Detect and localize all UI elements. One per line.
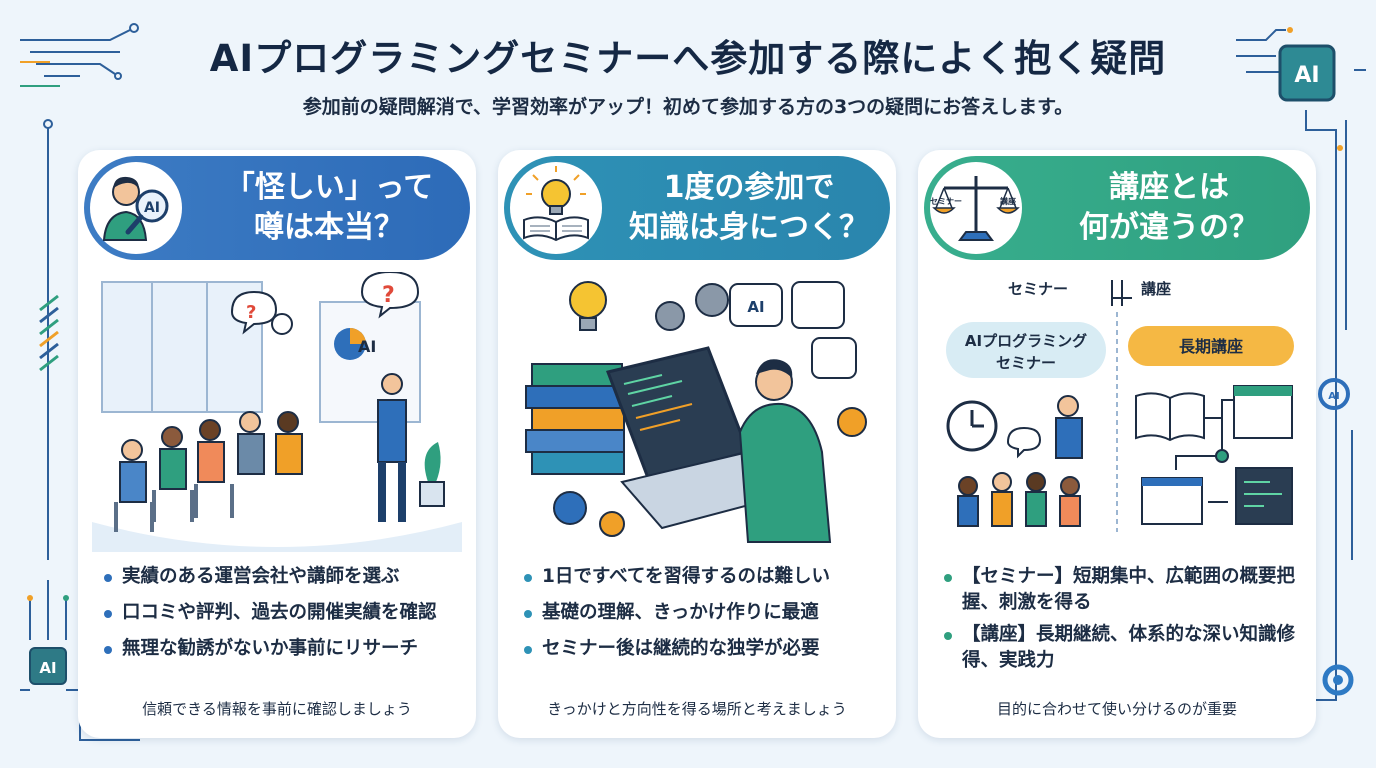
list-item: 口コミや評判、過去の開催実績を確認: [100, 600, 470, 626]
card-title-line: 講座とは: [1109, 170, 1229, 205]
question-card-one-time: 1度の参加で 知識は身につく？ AI 1日ですべてを習得するのは難し: [498, 150, 896, 738]
card-banner: 1度の参加で 知識は身につく？: [504, 156, 890, 260]
list-item: 基礎の理解、きっかけ作りに最適: [520, 600, 890, 626]
svg-text:セミナー: セミナー: [930, 197, 962, 206]
list-item: 実績のある運営会社や講師を選ぶ: [100, 564, 470, 590]
card-footer-note: 目的に合わせて使い分けるのが重要: [996, 700, 1237, 718]
balance-scale-icon: セミナー 講座: [930, 176, 1020, 241]
svg-text:AI: AI: [1294, 63, 1319, 88]
svg-text:AI: AI: [144, 200, 160, 216]
card-icon-circle: [510, 162, 602, 254]
card-title-line: 1度の参加で: [663, 170, 835, 205]
list-item: セミナー後は継続的な独学が必要: [520, 636, 890, 662]
page-title: AIプログラミングセミナーへ参加する際によく抱く疑問: [209, 37, 1167, 80]
compare-right-pill: 長期講座: [1179, 337, 1243, 356]
person-magnifier-icon: AI: [102, 176, 169, 241]
lightbulb-book-icon: [523, 166, 589, 242]
list-item: 【セミナー】短期集中、広範囲の概要把握、刺激を得る: [940, 564, 1310, 616]
coding-study-illustration: AI: [512, 272, 882, 552]
card-title-line: 噂は本当？: [254, 210, 404, 245]
circuit-decoration-right: AI AI: [1236, 27, 1366, 701]
svg-text:?: ?: [382, 283, 395, 308]
question-card-rumor: AI 「怪しい」って 噂は本当？ AI ? ?: [78, 150, 476, 738]
card-title: 「怪しい」って 噂は本当？: [194, 156, 464, 260]
svg-text:AI: AI: [358, 337, 376, 356]
card-bullet-list: 【セミナー】短期集中、広範囲の概要把握、刺激を得る 【講座】長期継続、体系的な深…: [940, 564, 1310, 680]
card-icon-circle: AI: [90, 162, 182, 254]
compare-left-pill-line: AIプログラミング: [965, 332, 1087, 350]
card-footer-note: 信頼できる情報を事前に確認しましょう: [142, 700, 412, 718]
circuit-decoration-left: AI: [20, 23, 140, 741]
compare-left-heading: セミナー: [1008, 280, 1068, 298]
card-title-line: 何が違うの？: [1079, 210, 1259, 245]
card-banner: AI 「怪しい」って 噂は本当？: [84, 156, 470, 260]
card-icon-circle: セミナー 講座: [930, 162, 1022, 254]
list-item: 1日ですべてを習得するのは難しい: [520, 564, 890, 590]
card-bullet-list: 実績のある運営会社や講師を選ぶ 口コミや評判、過去の開催実績を確認 無理な勧誘が…: [100, 564, 470, 672]
card-bullet-list: 1日ですべてを習得するのは難しい 基礎の理解、きっかけ作りに最適 セミナー後は継…: [520, 564, 890, 672]
seminar-vs-course-illustration: セミナー 講座 AIプログラミング セミナー 長期講座: [932, 272, 1302, 552]
svg-text:AI: AI: [747, 298, 764, 316]
svg-text:?: ?: [246, 302, 256, 323]
card-banner: セミナー 講座 講座とは 何が違うの？: [924, 156, 1310, 260]
list-item: 【講座】長期継続、体系的な深い知識修得、実践力: [940, 622, 1310, 674]
card-footer-note: きっかけと方向性を得る場所と考えましょう: [547, 700, 847, 718]
card-title-line: 「怪しい」って: [224, 170, 434, 205]
card-title-line: 知識は身につく？: [629, 210, 869, 245]
compare-right-heading: 講座: [1141, 280, 1171, 298]
svg-text:講座: 講座: [1000, 196, 1016, 206]
page-subtitle: 参加前の疑問解消で、学習効率がアップ！初めて参加する方の3つの疑問にお答えします…: [302, 96, 1074, 118]
card-title: 講座とは 何が違うの？: [1034, 156, 1304, 260]
compare-left-pill-line: セミナー: [996, 354, 1056, 372]
list-item: 無理な勧誘がないか事前にリサーチ: [100, 636, 470, 662]
seminar-room-illustration: AI ? ?: [92, 272, 462, 552]
svg-text:AI: AI: [1328, 391, 1339, 402]
question-card-difference: セミナー 講座 講座とは 何が違うの？ セミナー 講座 AIプログラミング セミ…: [918, 150, 1316, 738]
card-title: 1度の参加で 知識は身につく？: [614, 156, 884, 260]
svg-text:AI: AI: [39, 659, 56, 677]
